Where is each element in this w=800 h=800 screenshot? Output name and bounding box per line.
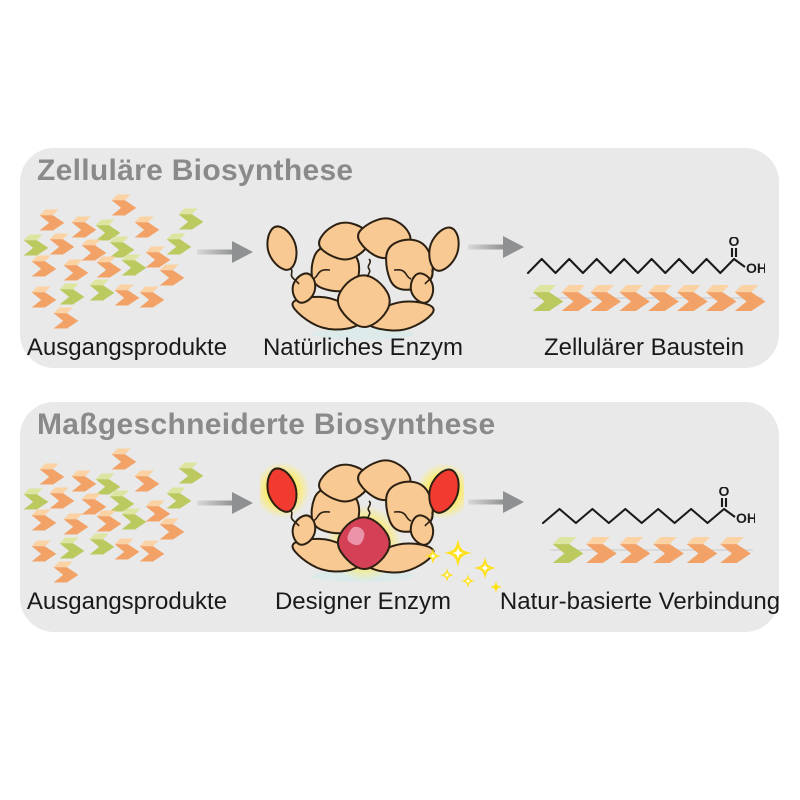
chevron-icon <box>145 500 171 522</box>
chevron-icon <box>24 234 49 256</box>
chevron-icon <box>121 508 147 530</box>
chevron-icon <box>89 279 115 301</box>
label-enzyme: Designer Enzym <box>274 588 452 615</box>
chevron-icon <box>561 285 593 311</box>
chevron-icon <box>720 537 751 563</box>
label-enzyme: Natürliches Enzym <box>262 334 464 361</box>
svg-text:O: O <box>719 487 730 499</box>
label-input: Ausgangsprodukte <box>26 588 228 615</box>
chevron-icon <box>31 540 57 562</box>
chevron-icon <box>49 487 75 509</box>
chevron-icon <box>619 285 650 311</box>
svg-text:OH: OH <box>736 510 755 526</box>
sparkle-star-icon <box>474 557 496 579</box>
chevron-icon <box>95 473 121 495</box>
chevron-icon <box>53 561 79 583</box>
substrate-cluster <box>24 192 219 344</box>
sparkle-star-icon <box>461 574 475 588</box>
chevron-icon <box>96 510 122 532</box>
fatty-acid-structure: O OH <box>540 487 755 537</box>
chevron-icon <box>114 284 140 306</box>
chevron-icon <box>31 286 57 308</box>
chevron-icon <box>134 470 160 492</box>
product-chevron-row <box>548 532 757 566</box>
chevron-icon <box>39 463 65 485</box>
chevron-icon <box>111 448 137 470</box>
enzyme-arm-right <box>428 226 460 272</box>
chevron-icon <box>178 208 204 230</box>
chevron-icon <box>121 254 147 276</box>
chevron-icon <box>145 246 171 268</box>
chevron-icon <box>31 255 57 277</box>
fatty-acid-structure: O OH <box>525 237 765 287</box>
flow-arrow-icon <box>196 491 254 515</box>
chevron-icon <box>532 285 564 311</box>
label-input: Ausgangsprodukte <box>26 334 228 361</box>
chevron-icon <box>53 307 79 329</box>
chevron-icon <box>59 283 85 305</box>
chevron-icon <box>590 285 622 311</box>
chevron-icon <box>63 513 89 535</box>
chevron-icon <box>619 537 651 563</box>
chevron-icon <box>24 488 49 510</box>
chevron-icon <box>166 233 192 255</box>
chevron-icon <box>109 236 135 258</box>
chevron-icon <box>734 285 766 311</box>
chevron-icon <box>71 216 97 238</box>
sparkles-icon <box>415 535 530 610</box>
chevron-icon <box>159 264 185 286</box>
chevron-icon <box>677 285 708 311</box>
enzyme-arm-right <box>428 468 460 514</box>
chevron-icon <box>648 285 679 311</box>
sparkle-star-icon <box>490 581 502 593</box>
label-product: Natur-basierte Verbindung <box>499 588 781 615</box>
chevron-icon <box>166 487 192 509</box>
flow-arrow-icon <box>196 240 254 264</box>
label-product: Zellulärer Baustein <box>543 334 745 361</box>
sparkle-star-icon <box>425 548 441 564</box>
chevron-icon <box>178 462 204 484</box>
chevron-icon <box>81 239 107 261</box>
flow-arrow-icon <box>467 235 525 259</box>
chevron-icon <box>71 470 97 492</box>
chevron-icon <box>653 537 684 563</box>
svg-text:OH: OH <box>746 260 765 276</box>
chevron-icon <box>89 533 115 555</box>
chevron-icon <box>114 538 140 560</box>
designer-enzyme-illustration <box>260 450 464 586</box>
chevron-icon <box>552 537 584 563</box>
chevron-icon <box>81 493 107 515</box>
chevron-icon <box>95 219 121 241</box>
panel-tailored-biosynthesis: Maßgeschneiderte Biosynthese O OH Ausgang… <box>20 402 781 632</box>
sparkle-star-icon <box>440 568 454 582</box>
chevron-icon <box>111 194 137 216</box>
chevron-icon <box>109 490 135 512</box>
enzyme-arm-left <box>266 225 298 271</box>
sparkle-star-icon <box>444 539 472 567</box>
chevron-icon <box>49 233 75 255</box>
chevron-icon <box>39 209 65 231</box>
chevron-icon <box>63 259 89 281</box>
chevron-icon <box>139 286 165 308</box>
chevron-icon <box>139 540 165 562</box>
chevron-icon <box>96 256 122 278</box>
chevron-icon <box>31 509 57 531</box>
chevron-icon <box>586 537 617 563</box>
chevron-icon <box>134 216 160 238</box>
svg-text:O: O <box>729 237 740 249</box>
enzyme-arm-left <box>266 467 298 513</box>
panel-title: Maßgeschneiderte Biosynthese <box>37 408 496 441</box>
chevron-icon <box>686 537 718 563</box>
chevron-icon <box>705 285 737 311</box>
flow-arrow-icon <box>467 490 525 514</box>
substrate-cluster <box>24 446 219 598</box>
panel-cellular-biosynthesis: Zelluläre Biosynthese O OH Ausgangsproduk… <box>20 148 779 368</box>
natural-enzyme-illustration <box>260 208 464 344</box>
chevron-icon <box>59 537 85 559</box>
panel-title: Zelluläre Biosynthese <box>37 154 354 187</box>
chevron-icon <box>159 518 185 540</box>
product-chevron-row <box>528 280 767 314</box>
